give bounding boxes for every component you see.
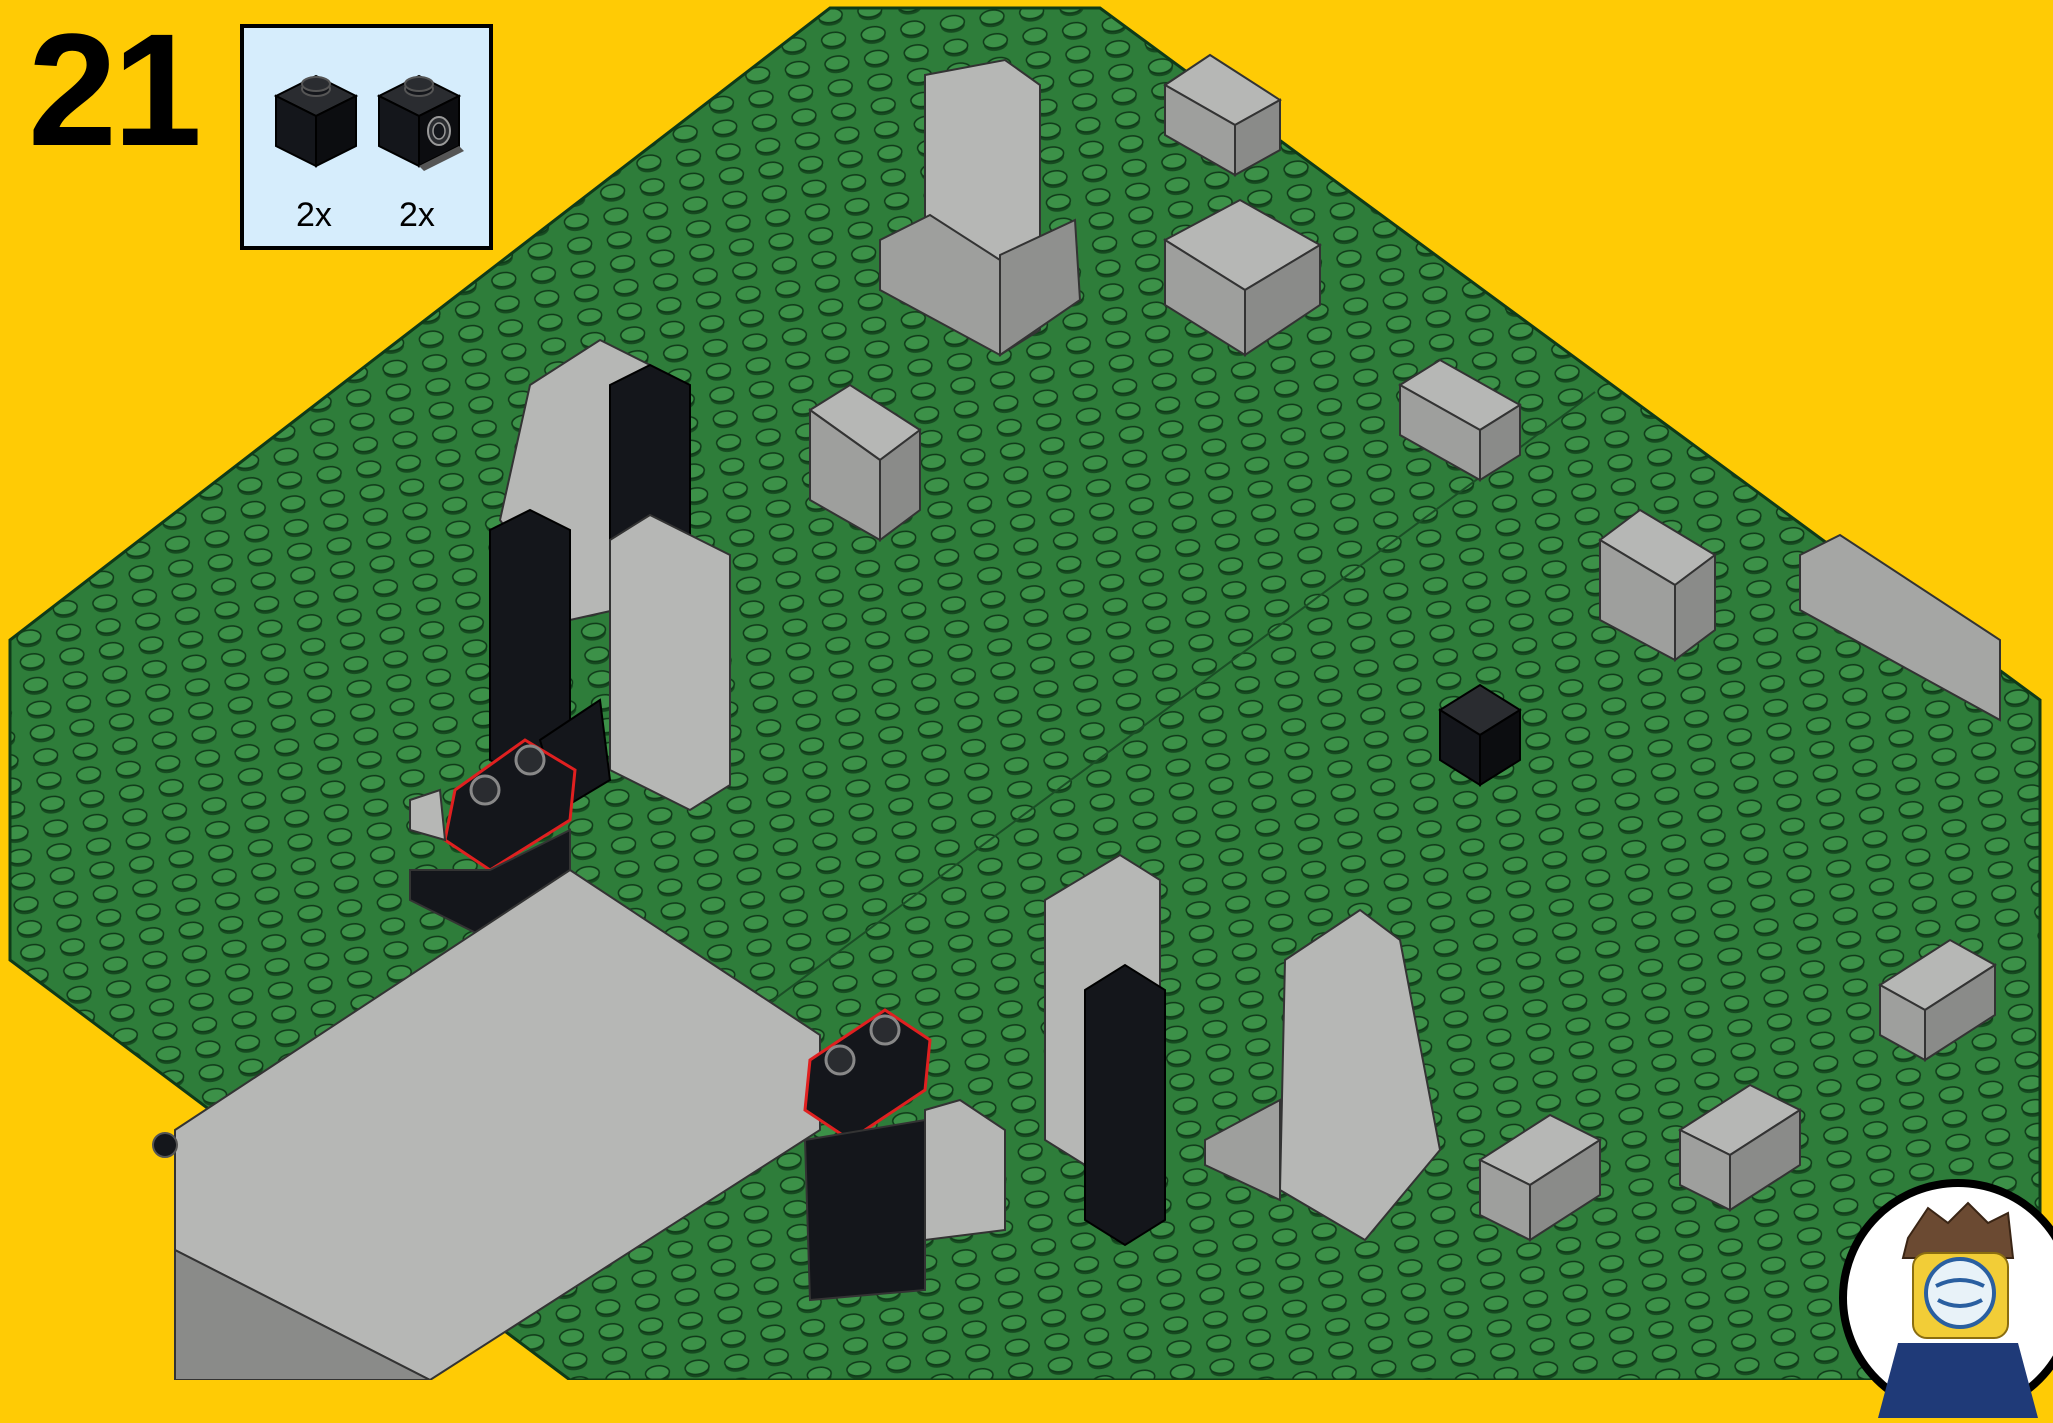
step-number: 21 (28, 10, 198, 170)
part-quantity: 2x (399, 196, 435, 235)
gray-tall-pillar (610, 515, 730, 810)
black-tall-pillar-center (1085, 965, 1165, 1245)
black-brick-1x1-side-stud-icon (369, 56, 469, 176)
part-black-brick-1x1-side-stud: 2x (369, 56, 469, 246)
minifigure-avatar-icon (1838, 1178, 2053, 1418)
part-black-brick-1x1: 2x (266, 56, 366, 246)
parts-list-callout: 2x 2x (240, 24, 493, 250)
part-quantity: 2x (296, 196, 332, 235)
black-brick-1x1-icon (266, 56, 366, 176)
side-stud-connector (153, 1133, 177, 1157)
